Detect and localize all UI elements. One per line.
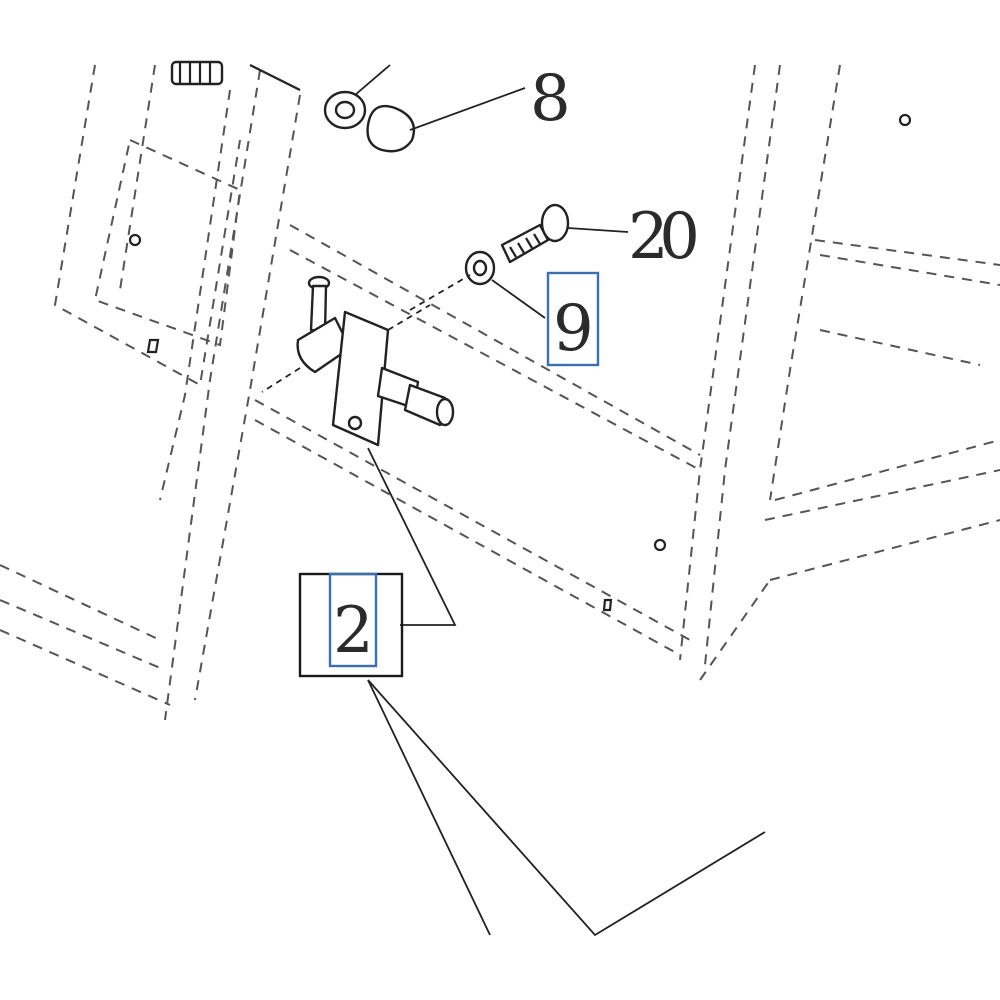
pin-assembly-part-2 [261, 275, 455, 447]
frame-phantom-lines [0, 64, 1000, 721]
highlight-box-part-2 [328, 572, 378, 668]
bolt-part-20 [500, 203, 629, 264]
callout-part-9: 9 [553, 292, 594, 366]
highlight-box-part-9 [546, 271, 600, 367]
leader-lines [367, 447, 766, 937]
top-hardware [170, 60, 526, 153]
callout-part-8: 8 [530, 62, 571, 136]
washer-part-9 [409, 250, 546, 319]
callout-part-20: 2 0 [628, 200, 700, 274]
callout-part-2: 2 [333, 594, 374, 668]
